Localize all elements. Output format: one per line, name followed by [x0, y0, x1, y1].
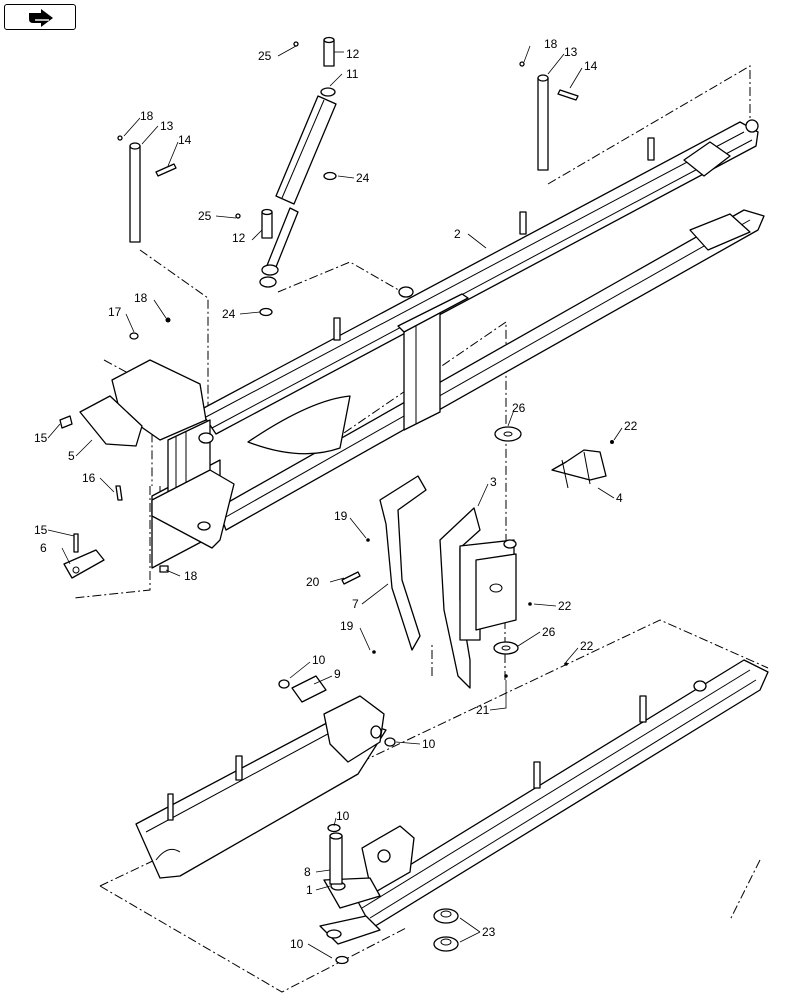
ring-part-10	[335, 955, 349, 965]
lower-left-beam	[135, 695, 387, 879]
callout-22: 22	[624, 419, 638, 433]
ring-part-10	[384, 737, 396, 747]
cotter-part-25	[293, 41, 299, 47]
callout-6: 6	[40, 541, 47, 555]
callout-26: 26	[542, 625, 556, 639]
next-page-button[interactable]	[4, 4, 76, 30]
pin-part-18	[117, 135, 123, 141]
callout-10: 10	[422, 737, 436, 751]
callout-18: 18	[140, 109, 154, 123]
callout-24: 24	[356, 171, 370, 185]
washer-part-26	[494, 426, 522, 442]
leader-lines	[47, 45, 623, 959]
callout-10: 10	[312, 653, 326, 667]
callout-13: 13	[160, 119, 174, 133]
callout-19: 19	[340, 619, 354, 633]
callout-25: 25	[198, 209, 212, 223]
callout-22: 22	[580, 639, 594, 653]
bolt-part-14	[155, 163, 177, 177]
callout-15: 15	[34, 431, 48, 445]
long-pin-part-13	[129, 145, 141, 243]
callout-12: 12	[346, 47, 360, 61]
callout-1: 1	[306, 883, 313, 897]
callout-24: 24	[222, 307, 236, 321]
callout-19: 19	[334, 509, 348, 523]
pin-part-8	[329, 835, 343, 885]
handle-part-4	[551, 449, 607, 481]
cotter-part-25	[235, 213, 241, 219]
washer-part-23	[433, 908, 459, 924]
brace-part-7	[379, 475, 427, 651]
ring-part-10	[278, 679, 290, 689]
lower-right-beam	[319, 659, 769, 945]
callout-9: 9	[334, 667, 341, 681]
callout-2: 2	[454, 227, 461, 241]
arrow-right-icon	[29, 9, 53, 27]
callout-10: 10	[290, 937, 304, 951]
main-frame-part-2	[111, 119, 765, 569]
callout-25: 25	[258, 49, 272, 63]
callout-14: 14	[178, 133, 192, 147]
callout-10: 10	[336, 809, 350, 823]
callout-11: 11	[346, 67, 359, 81]
bolt-part-14	[557, 89, 579, 101]
callout-17: 17	[108, 305, 122, 319]
pin-part-9	[291, 675, 327, 703]
pin-part-12	[261, 211, 273, 239]
callout-14: 14	[584, 59, 598, 73]
callout-8: 8	[304, 865, 311, 879]
long-pin-part-13	[537, 77, 549, 171]
callout-23: 23	[482, 925, 496, 939]
callout-21: 21	[476, 703, 490, 717]
washer-part-26	[493, 641, 519, 655]
callout-18: 18	[544, 37, 558, 51]
callout-3: 3	[490, 475, 497, 489]
washer-part-23	[433, 936, 459, 952]
plate-part-6	[63, 549, 105, 579]
bracket-part-5	[79, 395, 143, 447]
washer-part-24	[259, 307, 273, 317]
pin-part-18	[165, 317, 171, 323]
callout-18: 18	[134, 291, 148, 305]
callout-5: 5	[68, 449, 75, 463]
grease-fitting-part-17	[129, 332, 139, 340]
callout-22: 22	[558, 599, 572, 613]
callout-labels: 25 12 11 18 13 14 18 13 14 24 25 12 2 18…	[34, 37, 638, 951]
pin-part-12	[323, 39, 335, 67]
hydraulic-cylinder-part-11	[259, 87, 337, 288]
callout-20: 20	[306, 575, 320, 589]
callout-12: 12	[232, 231, 246, 245]
callout-7: 7	[352, 597, 359, 611]
callout-4: 4	[616, 491, 623, 505]
callout-26: 26	[512, 401, 526, 415]
callout-16: 16	[82, 471, 96, 485]
washer-part-24	[323, 171, 337, 181]
callout-18: 18	[184, 569, 198, 583]
callout-13: 13	[564, 45, 578, 59]
callout-15: 15	[34, 523, 48, 537]
pin-part-18	[519, 61, 525, 67]
